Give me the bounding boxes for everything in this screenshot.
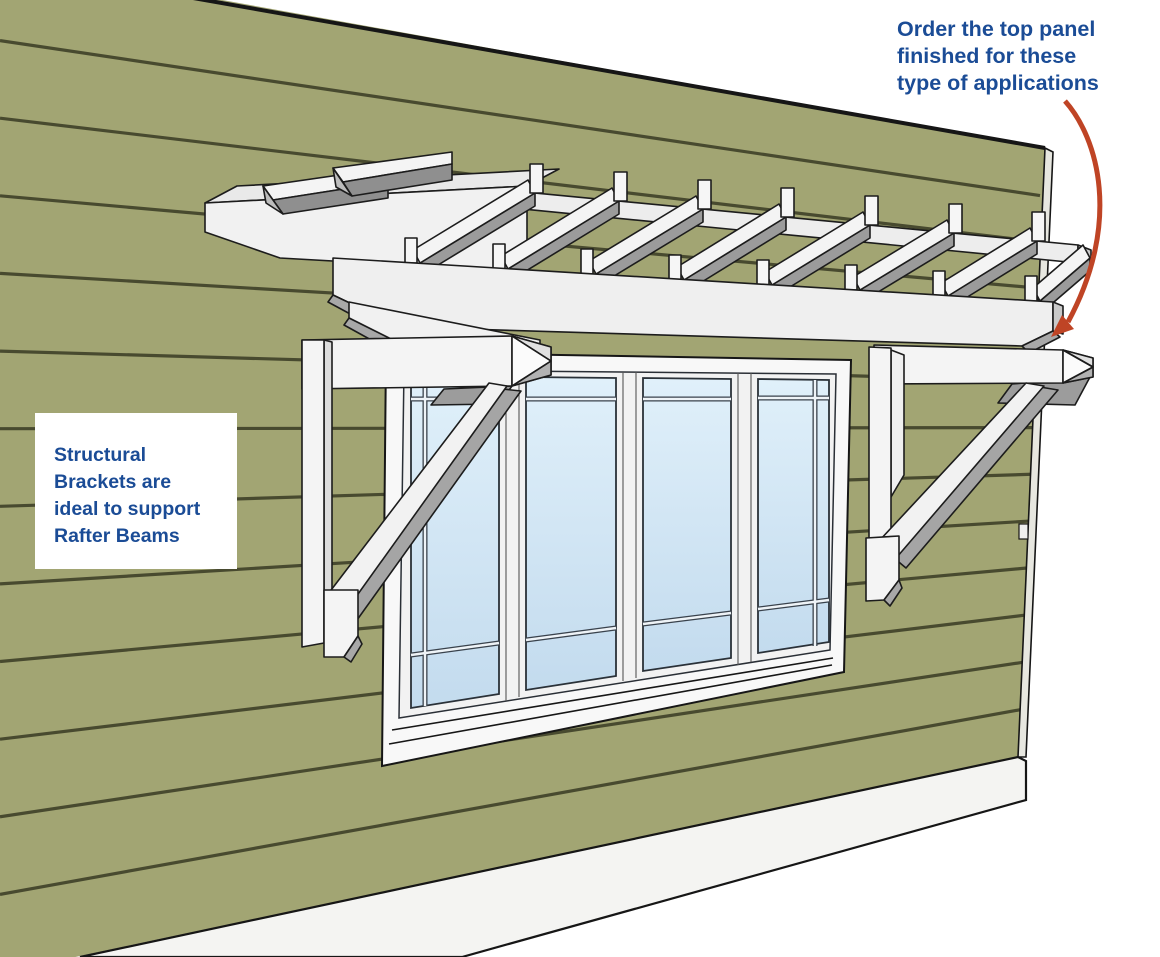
rafter-slats	[404, 163, 1091, 315]
glass-pane-2	[525, 376, 617, 692]
purlin-back-blocks	[529, 163, 1046, 242]
foundation-trim	[79, 755, 1028, 957]
arrow-curve	[1063, 99, 1103, 324]
bracket-vertical	[301, 339, 325, 648]
top-note-line-2: finished for these	[897, 44, 1076, 68]
window	[380, 350, 853, 768]
wall-top-edge	[192, 0, 1046, 150]
bracket-foot	[865, 535, 903, 607]
arm-end-pyramid	[511, 335, 552, 387]
siding-clip	[1018, 523, 1029, 540]
box-note-line-1: Structural	[54, 444, 146, 466]
mullion-lines	[505, 371, 752, 701]
arrow-head	[1051, 315, 1074, 337]
window-grilles	[410, 376, 830, 706]
arm-end-pyramid	[1062, 349, 1094, 384]
bracket-right	[865, 344, 1094, 607]
bracket-vertical-side	[890, 349, 905, 498]
box-note-line-4: Rafter Beams	[54, 525, 180, 547]
bracket-callout-box: Structural Brackets are ideal to support…	[35, 413, 237, 569]
bracket-foot	[323, 589, 363, 663]
box-note-line-2: Brackets are	[54, 471, 171, 493]
window-sill-lines	[388, 657, 834, 745]
rafter-slat-tops	[412, 179, 1091, 302]
callout-arrow	[1051, 99, 1103, 337]
bracket-left	[301, 335, 552, 663]
purlin-tails	[262, 151, 453, 215]
glass-pane-3	[642, 377, 732, 673]
box-note-line-3: ideal to support	[54, 498, 201, 520]
top-note-line-3: type of applications	[897, 71, 1099, 95]
glass-pane-4	[757, 378, 830, 655]
pergola	[204, 151, 1092, 359]
top-annotation: Order the top panel finished for these t…	[897, 17, 1099, 95]
bracket-arm	[301, 335, 513, 390]
top-note-line-1: Order the top panel	[897, 17, 1095, 41]
callout-box-background	[35, 413, 237, 569]
